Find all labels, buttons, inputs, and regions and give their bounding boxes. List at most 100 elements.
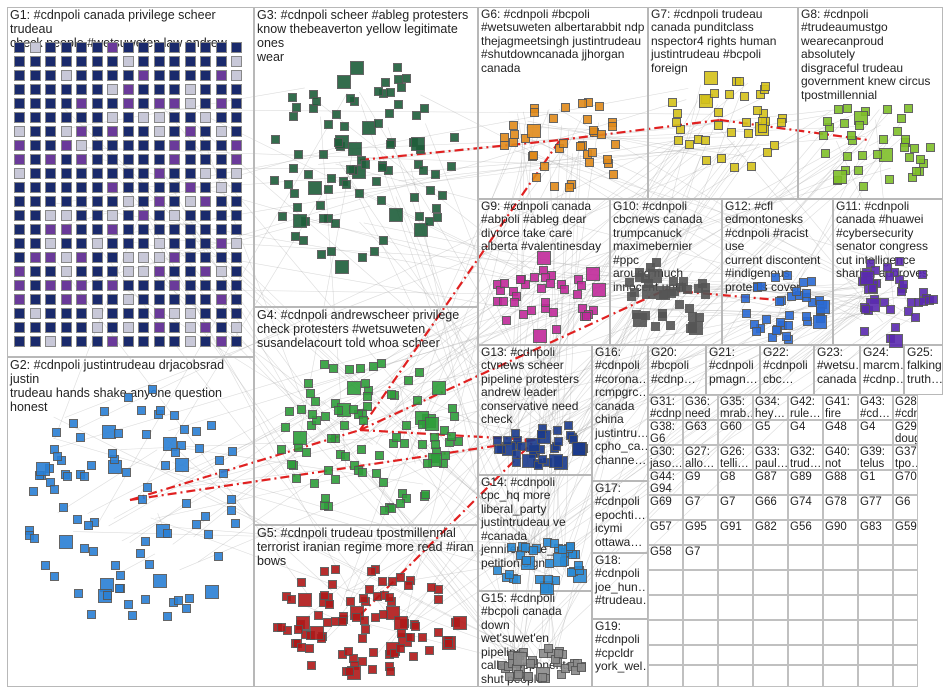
node [521,454,536,469]
node [138,84,149,95]
group-g2-label: G2: #cdnpoli justintrudeau drjacobsrad j… [10,358,225,414]
node [526,123,541,138]
node [184,112,196,123]
edge [686,104,702,147]
group-g7: G7: #cdnpoli trudeau canada punditclass … [648,7,798,199]
node [184,182,196,193]
edge [168,284,652,432]
small-group-cell [893,595,918,620]
edge [202,136,866,189]
node [91,168,103,179]
node [91,280,103,291]
node [650,321,660,331]
edge [546,293,906,446]
node [453,615,468,630]
node [185,593,195,603]
edge [409,449,536,574]
node [184,56,196,67]
node [422,458,432,468]
node [340,421,350,430]
node [564,183,574,193]
node [60,336,72,347]
node [384,108,394,118]
node [343,647,353,657]
node [575,141,585,151]
node [356,445,366,455]
node [122,56,134,67]
node [60,252,72,263]
edge [53,202,542,284]
node [107,336,118,347]
node [513,652,528,667]
node [74,589,84,599]
node [29,84,41,95]
node [335,259,350,274]
node [169,112,180,123]
small-group-label: G37: tpo… [895,446,918,470]
node [14,154,25,165]
node [76,98,87,109]
node [307,660,317,670]
small-group-label: G30: jaso… [650,446,683,470]
node [367,664,377,674]
group-g20-label: G20: #bcpoli #cdnp… [651,345,696,386]
node [284,406,294,416]
node [520,279,530,289]
node [314,610,324,620]
node [107,280,118,291]
node [153,112,165,123]
node [702,156,712,165]
node [802,289,811,299]
node [498,297,508,306]
node [540,162,550,172]
node [76,280,87,291]
node [184,224,196,235]
node [347,381,362,396]
node [231,266,242,277]
node [14,336,25,347]
node [76,126,87,137]
node [354,188,364,198]
node [412,110,422,120]
node [84,521,94,531]
node [153,336,165,347]
node [107,196,118,207]
node [91,238,103,249]
small-group-cell: G78 [823,495,858,520]
node [29,196,41,207]
edge [524,88,732,550]
node [329,364,339,374]
node [861,305,871,314]
edge [346,173,538,559]
node [840,119,850,128]
node [184,266,196,277]
node [76,182,87,193]
group-g7-label: G7: #cdnpoli trudeau canada punditclass … [651,7,777,75]
node [169,70,180,81]
small-group-label: G82 [755,521,777,533]
node [45,294,56,305]
node [14,126,25,137]
group-g3-label: G3: #cdnpoli scheer #ableg protesters kn… [257,8,469,64]
edge [525,153,741,457]
node [111,561,121,571]
node [169,410,179,420]
node [303,379,313,389]
node [162,612,172,622]
node [538,454,548,464]
node [137,406,147,416]
node [905,152,914,162]
node [536,251,551,265]
edge [540,303,558,668]
group-g21-label: G21: #cdnpoli pmagn… [709,345,758,386]
node [53,451,63,461]
edge-highlight [559,118,721,142]
node [45,98,56,109]
edge [511,322,808,574]
node [122,168,134,179]
node [152,573,167,588]
node [215,336,227,347]
node [607,121,617,131]
node [510,297,519,307]
small-group-cell [753,620,788,645]
